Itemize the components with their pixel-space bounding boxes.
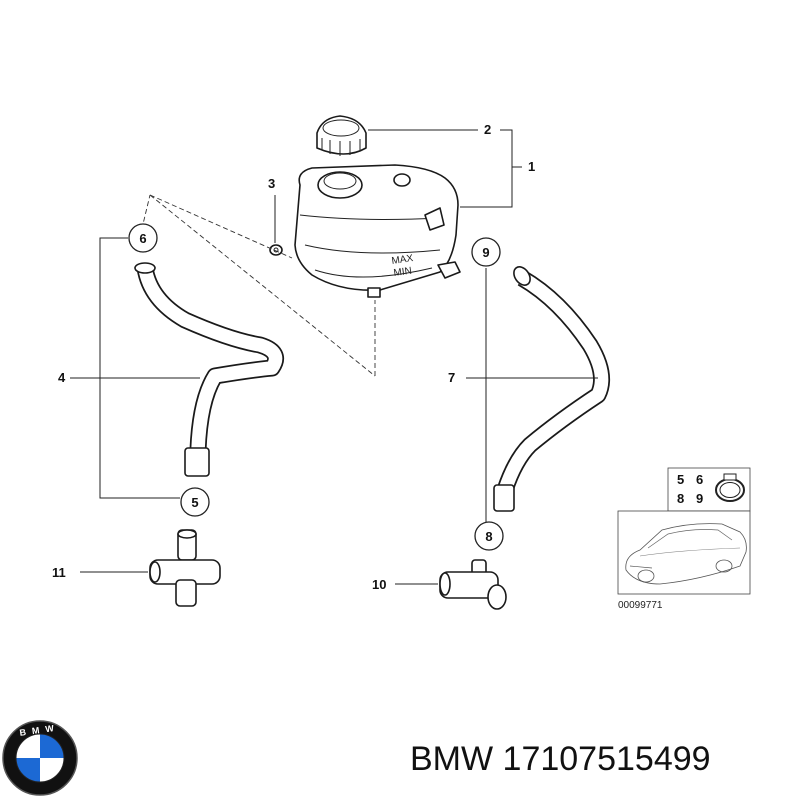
callout-9: 9 <box>471 237 501 267</box>
inset-grid-5: 5 <box>677 472 684 487</box>
callout-7: 7 <box>448 370 455 385</box>
callout-6: 6 <box>128 223 158 253</box>
expansion-tank: MAX MIN <box>294 164 461 298</box>
tank-min-mark: MIN <box>393 266 413 279</box>
callout-8: 8 <box>474 521 504 551</box>
filler-cap <box>316 115 367 156</box>
brand-name: BMW <box>410 740 494 778</box>
leader-lines <box>70 129 598 585</box>
part-number: 17107515499 <box>502 740 711 778</box>
hex-nut <box>269 244 283 256</box>
callout-11: 11 <box>52 565 66 580</box>
callout-1: 1 <box>528 159 535 174</box>
svg-text:6: 6 <box>139 231 146 246</box>
svg-text:9: 9 <box>482 245 489 260</box>
callout-5: 5 <box>180 487 210 517</box>
callout-4: 4 <box>58 370 66 385</box>
svg-text:8: 8 <box>485 529 492 544</box>
bmw-roundel-icon: BMW <box>2 720 78 796</box>
hose-clamp-icon <box>715 473 745 502</box>
callout-3: 3 <box>268 176 275 191</box>
inset-code: 00099771 <box>618 600 663 611</box>
inset-grid-8: 8 <box>677 491 684 506</box>
inset-panel: 5 6 8 9 00099771 <box>617 467 751 611</box>
tank-max-mark: MAX <box>391 253 414 267</box>
car-thumbnail-icon <box>625 523 747 585</box>
callout-2: 2 <box>484 122 491 137</box>
right-hose <box>493 266 611 512</box>
t-connector-left <box>149 529 221 607</box>
callout-10: 10 <box>372 577 386 592</box>
inset-grid-6: 6 <box>696 472 703 487</box>
t-connector-right <box>439 559 507 610</box>
part-number-label: BMW 17107515499 <box>410 740 711 779</box>
left-hose <box>134 262 284 477</box>
inset-grid-9: 9 <box>696 491 703 506</box>
svg-text:5: 5 <box>191 495 198 510</box>
